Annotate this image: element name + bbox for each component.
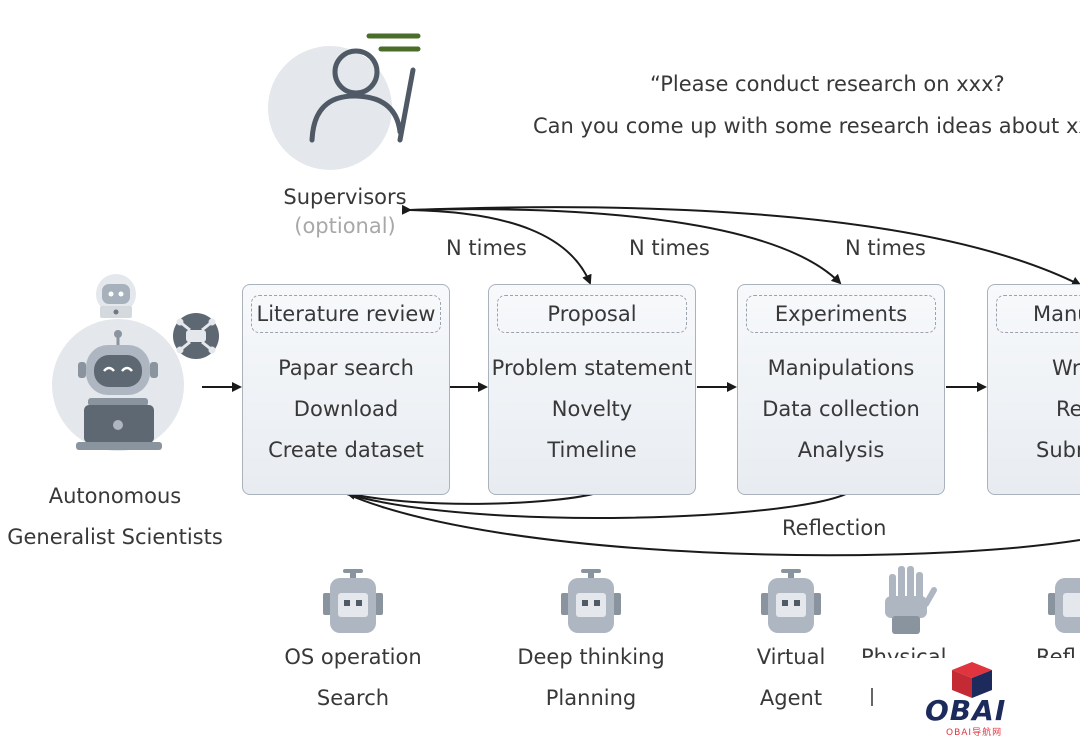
loop-experiments xyxy=(409,208,842,285)
stage-item: Novelty xyxy=(551,397,633,421)
drone-icon xyxy=(173,313,219,359)
tool-robot-icon-1 xyxy=(323,569,383,633)
agent-label-line-1: Autonomous xyxy=(48,484,182,508)
supervisor-sublabel: (optional) xyxy=(294,214,396,238)
stage-box-manuscript: Manu Wr Re Subm xyxy=(987,284,1080,495)
stage-box-literature-review: Literature review Papar search Download … xyxy=(242,284,450,495)
tool-label-line-2: Planning xyxy=(545,686,637,710)
stage-item: Re xyxy=(1056,397,1080,421)
supervisor-label: Supervisors xyxy=(283,185,407,209)
supervisor-icon xyxy=(268,33,421,170)
stage-item: Data collection xyxy=(762,397,920,421)
stage-title: Proposal xyxy=(497,295,687,333)
loop-label-n-times-1: N times xyxy=(446,236,527,260)
stage-item: Papar search xyxy=(278,356,414,380)
stage-item: Subm xyxy=(1036,438,1080,462)
prompt-line-1: “Please conduct research on xxx? xyxy=(650,72,1005,96)
tool-label-clip: Physical xyxy=(850,645,960,658)
stage-title: Literature review xyxy=(251,295,441,333)
stage-item: Analysis xyxy=(797,438,885,462)
tool-label-line-1: Deep thinking xyxy=(517,645,665,669)
reflection-label: Reflection xyxy=(782,516,887,540)
tool-robot-icon-3 xyxy=(761,569,821,633)
agent-label-line-2: Generalist Scientists xyxy=(7,525,223,549)
loop-proposal xyxy=(401,204,592,285)
tool-label-clip: Refl xyxy=(1036,645,1080,658)
tool-label-line-2: Search xyxy=(316,686,390,710)
tool-label-line-2: Agent xyxy=(759,686,823,710)
prompt-line-2: Can you come up with some research ideas… xyxy=(533,114,1080,138)
loop-manuscript xyxy=(409,206,1080,286)
stage-clip-manuscript: Manu Wr Re Subm xyxy=(987,284,1080,496)
reflect-proposal xyxy=(345,484,610,505)
stage-item: Timeline xyxy=(547,438,637,462)
reflection-loops xyxy=(345,483,1080,557)
watermark-subtext: OBAI导航网 xyxy=(946,728,1003,738)
stage-title: Manu xyxy=(996,295,1080,333)
tool-label-line-1: Physical xyxy=(861,645,947,658)
stage-title: Experiments xyxy=(746,295,936,333)
scientist-robot-icon xyxy=(52,274,184,451)
stage-item: Manipulations xyxy=(767,356,915,380)
tool-robot-icon-5 xyxy=(1048,578,1080,633)
tool-robot-icon-2 xyxy=(561,569,621,633)
robotic-hand-icon xyxy=(885,566,937,634)
stage-item: Create dataset xyxy=(268,438,424,462)
tool-label-line-1: Virtual xyxy=(756,645,826,669)
stage-item: Problem statement xyxy=(491,356,693,380)
tool-label-line-1: OS operation xyxy=(284,645,422,669)
stage-item: Wr xyxy=(1052,356,1080,380)
stage-box-experiments: Experiments Manipulations Data collectio… xyxy=(737,284,945,495)
loop-label-n-times-3: N times xyxy=(845,236,926,260)
obai-logo-icon xyxy=(952,662,992,698)
stage-box-proposal: Proposal Problem statement Novelty Timel… xyxy=(488,284,696,495)
watermark-brand: OBAI xyxy=(925,694,1007,727)
supervisor-loops xyxy=(401,204,1080,286)
tool-label-line-1: Refl xyxy=(1036,645,1076,658)
reflect-manuscript xyxy=(346,493,1080,557)
reflect-experiments xyxy=(346,483,860,520)
stage-item: Download xyxy=(293,397,399,421)
loop-label-n-times-2: N times xyxy=(629,236,710,260)
